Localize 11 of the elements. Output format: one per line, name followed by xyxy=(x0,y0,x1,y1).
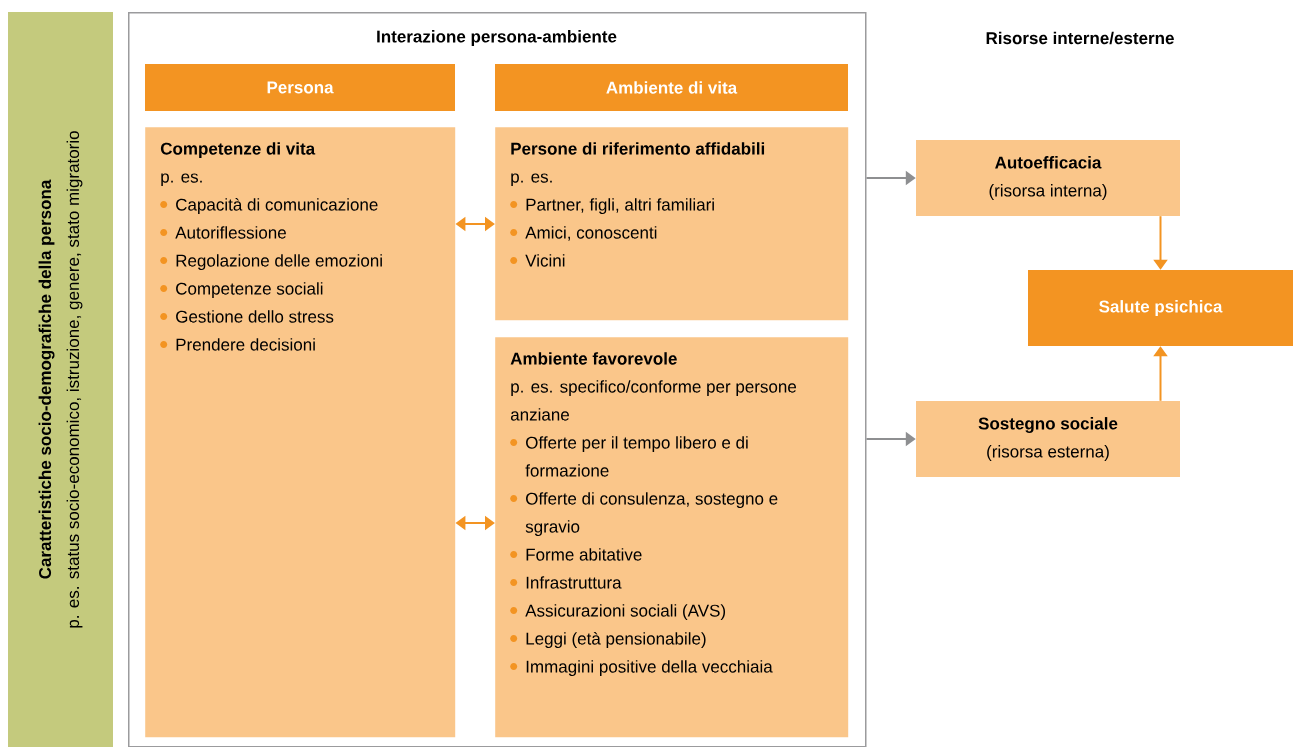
result-box: Salute psichica xyxy=(1028,270,1293,346)
content-box: Ambiente favorevole p. es. specifico/conforme per persone anziane Offerte per il tempo libero e di formazione Offerte di consulenza, sostegno e sgravio Forme abitative Infrastruttura Assicurazioni sociali (AVS) Leggi (età pensionabile) Immagini positive della vecchiaia xyxy=(495,337,849,738)
column-heading: Risorse interne/esterne xyxy=(986,31,1174,45)
content-box: Persone di riferimento affidabili p. es. Partner, figli, altri familiari Amici, conoscenti Vicini xyxy=(495,127,849,321)
resource-box: Sostegno sociale (risorsa esterna) xyxy=(916,401,1180,477)
column-header: Ambiente di vita xyxy=(495,64,848,111)
side-band: Caratteristiche socio-demografiche della persona p. es. status socio-economico, istruzione, genere, stato migratorio xyxy=(8,12,113,747)
content-box: Competenze di vita p. es. Capacità di comunicazione Autoriflessione Regolazione delle emozioni Competenze sociali Gestione dello stress Prendere decisioni xyxy=(145,127,456,738)
column-header: Persona xyxy=(145,64,455,111)
resource-box: Autoefficacia (risorsa interna) xyxy=(916,140,1180,216)
frame-heading: Interazione persona-ambiente xyxy=(377,30,617,46)
